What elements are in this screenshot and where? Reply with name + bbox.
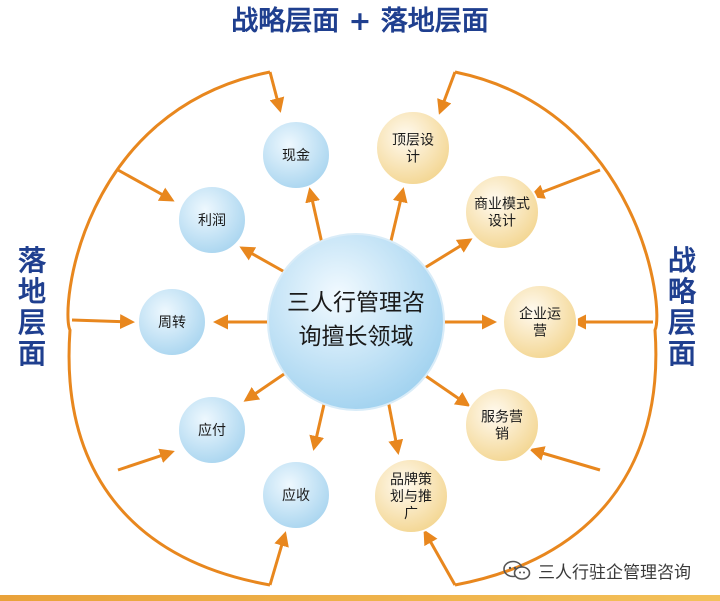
left-node-cash: 现金 [261,120,331,190]
right-side-char: 略 [668,275,697,308]
right-node-label: 企业运 [519,306,561,323]
left-node-label: 利润 [198,213,226,229]
left-node-label: 应收 [282,487,310,504]
right-node-label: 划与推 [390,489,432,505]
right-node-label: 设计 [488,214,516,230]
left-node-label: 周转 [158,315,186,331]
right-node-circle [464,387,540,463]
right-node-label: 服务营 [481,410,523,426]
right-outer-arc [454,70,659,587]
center-label-line1: 三人行管理咨 [287,290,425,316]
left-node-circle [261,120,331,190]
diagram-title: 战略层面 + 落地层面 [231,5,488,37]
right-node-label: 广 [404,506,418,522]
left-node-profit: 利润 [177,185,247,255]
left-side-char: 落 [18,244,47,277]
left-node-label: 应付 [198,422,226,439]
bottom-strip [0,595,720,601]
outer-arcs [66,70,659,587]
left-outer-arc [66,70,271,587]
arc-connectors-right [423,71,653,586]
watermark: 三人行驻企管理咨询 [502,558,691,583]
right-side-label: 战 略 层 面 [668,244,697,370]
right-node-circle [373,458,449,534]
right-node-label: 品牌策 [390,471,432,488]
left-node-circle [261,460,331,530]
right-node-label: 营 [533,324,547,340]
right-node-label: 销 [495,427,509,443]
left-node-label: 现金 [282,148,310,164]
center-node: 三人行管理咨 询擅长领域 [267,233,445,411]
watermark-text: 三人行驻企管理咨询 [538,563,691,583]
left-node-circle [177,395,247,465]
left-side-label: 落 地 层 面 [18,244,47,370]
right-node-label: 商业模式 [474,197,530,213]
right-node-circle [464,174,540,250]
right-node-label: 顶层设 [392,133,434,149]
right-node-label: 计 [406,150,420,166]
left-side-char: 面 [18,337,46,370]
left-node-circle [177,185,247,255]
right-side-char: 战 [668,244,696,277]
center-label-line2: 询擅长领域 [299,324,414,350]
right-node-circle [502,284,578,360]
left-side-char: 层 [18,306,46,339]
right-side-char: 层 [668,306,696,339]
arc-connectors-left [71,71,289,586]
right-node-circle [375,110,451,186]
left-side-char: 地 [18,275,46,308]
left-node-turnover: 周转 [137,287,207,357]
left-node-circle [137,287,207,357]
right-side-char: 面 [668,337,696,370]
wechat-icon [503,560,531,580]
center-arrows [213,187,497,455]
left-node-receivable: 应收 [261,460,331,530]
left-node-payable: 应付 [177,395,247,465]
